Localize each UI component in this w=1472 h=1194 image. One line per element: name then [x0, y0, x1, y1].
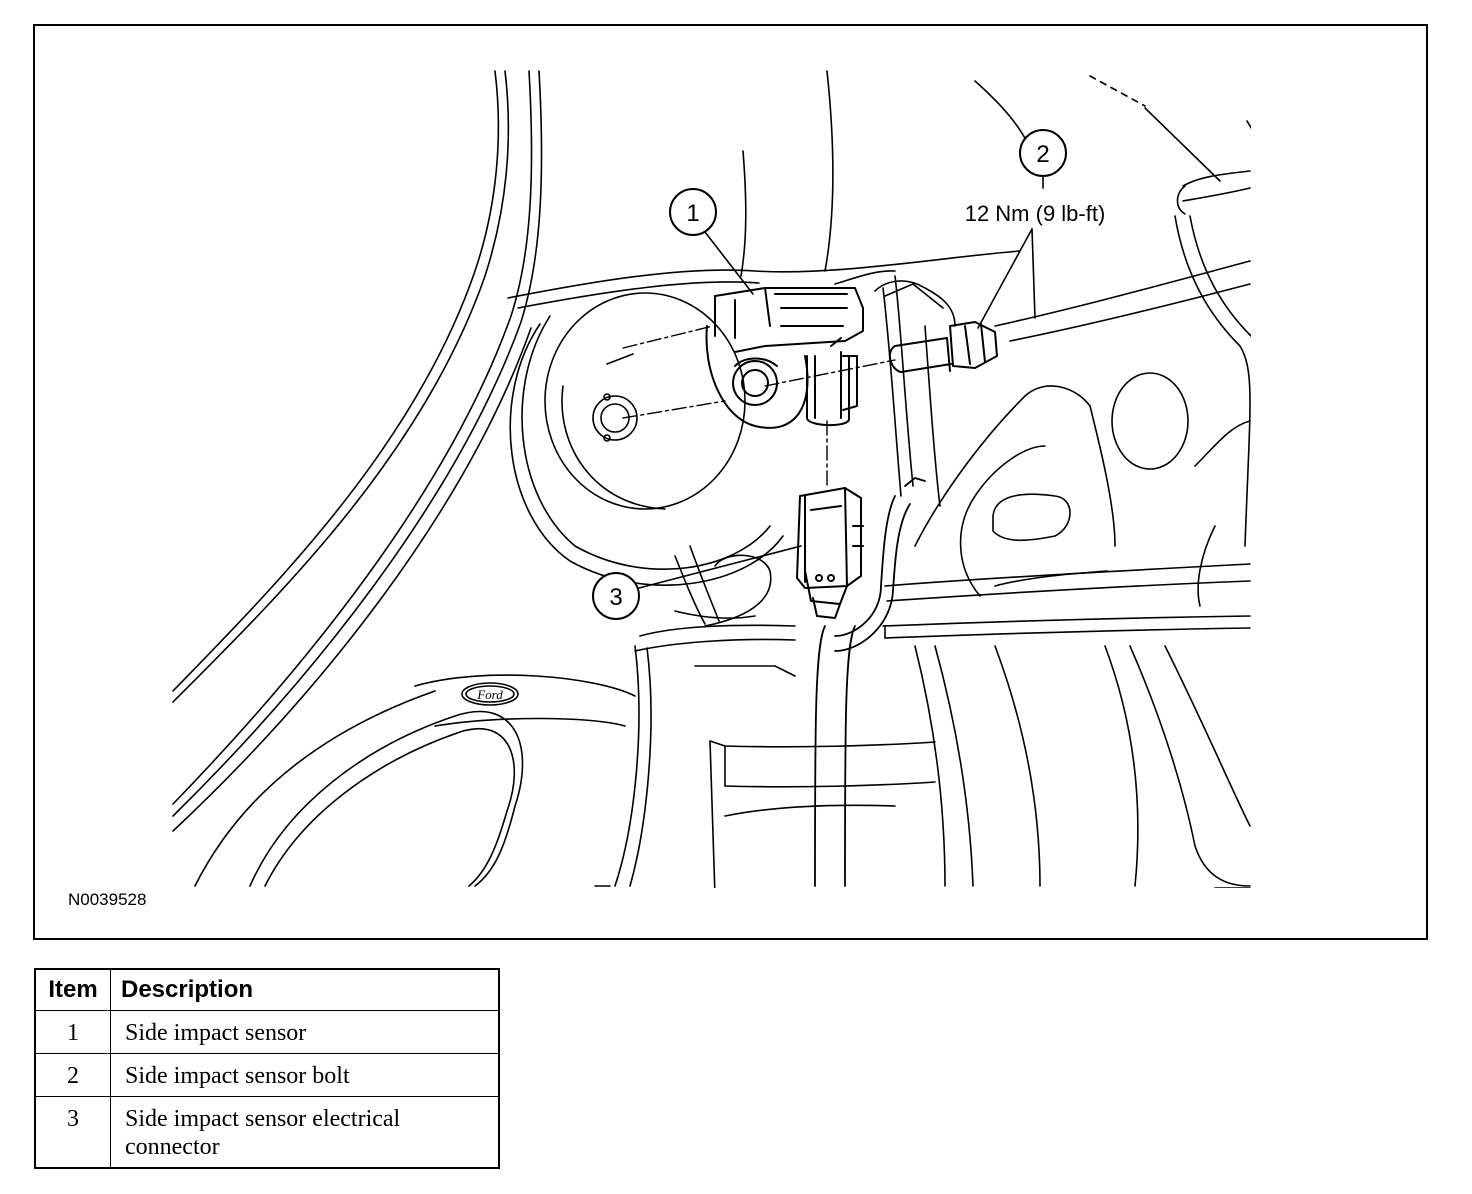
table-row: 1 Side impact sensor: [34, 1010, 500, 1054]
side-impact-sensor-bolt-drawing: [888, 321, 998, 373]
electrical-connector-drawing: [796, 487, 864, 619]
callout-3-number: 3: [609, 584, 622, 611]
callout-3: 3: [592, 545, 802, 620]
wiring-harness-drawing: [814, 477, 926, 887]
callout-1: 1: [669, 188, 754, 295]
svg-text:Ford: Ford: [476, 687, 503, 702]
lower-rail: [882, 525, 1251, 639]
legend-header-row: Item Description: [34, 968, 500, 1011]
sensor-connector-drawing: [806, 337, 858, 426]
callout-1-number: 1: [686, 200, 699, 227]
legend-item-number: 1: [34, 1010, 111, 1054]
legend-item-description: Side impact sensor: [110, 1010, 500, 1054]
lower-left-contours: [194, 690, 524, 887]
diagram-frame: Ford 1 2 12 Nm (9 lb-ft) 3 N0039528: [33, 24, 1428, 940]
callout-2: 2 12 Nm (9 lb-ft): [965, 129, 1106, 329]
lower-panels: [414, 545, 1251, 897]
vehicle-body-drawing: Ford 1 2 12 Nm (9 lb-ft) 3: [35, 26, 1426, 938]
door-frame-lines: [172, 70, 543, 832]
table-row: 3 Side impact sensor electrical connecto…: [34, 1096, 500, 1169]
legend-header-item: Item: [34, 968, 111, 1011]
torque-spec: 12 Nm (9 lb-ft): [965, 201, 1106, 226]
ford-logo: Ford: [461, 682, 519, 706]
legend-header-description: Description: [110, 968, 500, 1011]
alignment-lines: [622, 325, 896, 487]
legend-table: Item Description 1 Side impact sensor 2 …: [34, 968, 500, 1169]
legend-item-description: Side impact sensor bolt: [110, 1053, 500, 1097]
legend-item-number: 3: [34, 1096, 111, 1169]
speaker-boss: [509, 292, 784, 586]
callout-2-number: 2: [1036, 141, 1049, 168]
figure-id-label: N0039528: [68, 890, 147, 909]
legend-item-number: 2: [34, 1053, 111, 1097]
b-pillar-structure: [874, 170, 1252, 597]
side-impact-sensor-drawing: [705, 287, 864, 429]
table-row: 2 Side impact sensor bolt: [34, 1053, 500, 1097]
legend-item-description: Side impact sensor electrical connector: [110, 1096, 500, 1169]
